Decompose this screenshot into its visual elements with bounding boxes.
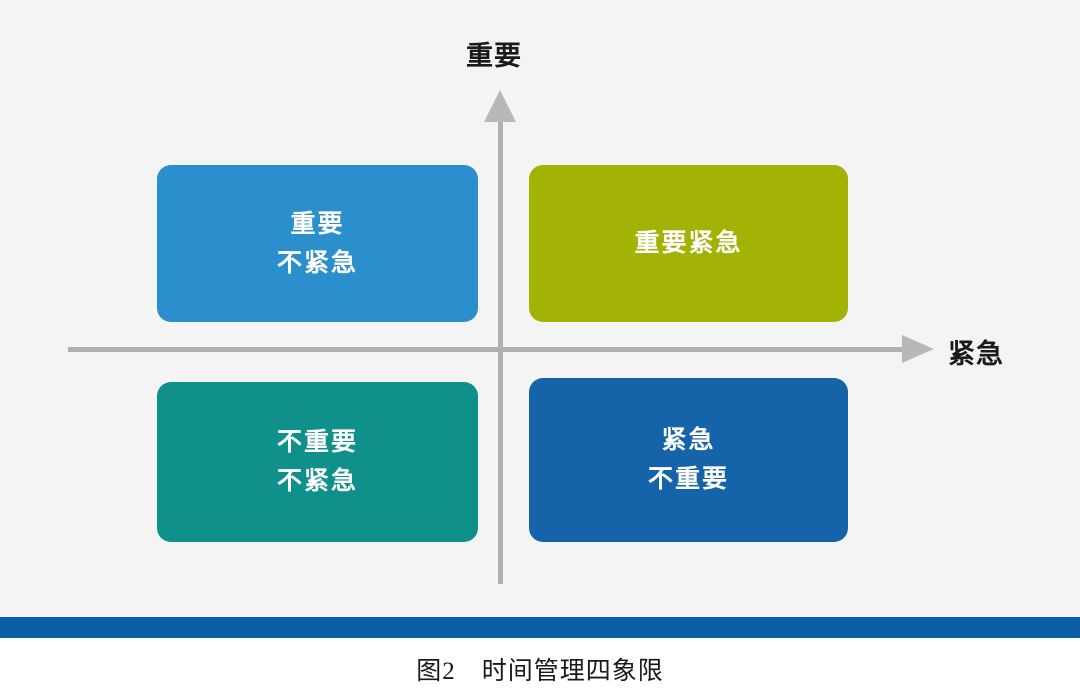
- quadrant-important-urgent[interactable]: 重要紧急: [529, 165, 857, 322]
- accent-rule-bar: [0, 617, 1080, 638]
- quadrant-label-line: 不重要: [647, 465, 729, 493]
- quadrant-label-line: 重要: [290, 209, 345, 238]
- quadrant-label-line: 不重要: [276, 428, 358, 457]
- horizontal-axis-label: 紧急: [948, 339, 1004, 369]
- quadrant-label-line: 重要紧急: [634, 229, 743, 258]
- quadrant-important-not-urgent[interactable]: 重要 不紧急: [157, 165, 487, 322]
- quadrant-label-line: 紧急: [661, 426, 716, 455]
- caption-area: 图2 时间管理四象限: [0, 638, 1080, 699]
- diagram-canvas: 重要 紧急 重要 不紧急 重要紧急 不重要 不紧急 紧急 不重要: [68, 41, 1004, 584]
- horizontal-axis-line: [68, 347, 908, 352]
- quadrant-label-line: 不紧急: [276, 467, 358, 495]
- arrow-up-icon: [484, 90, 516, 122]
- arrow-right-icon: [902, 335, 934, 363]
- quadrant-not-important-not-urgent[interactable]: 不重要 不紧急: [157, 382, 487, 542]
- vertical-axis-line: [498, 118, 503, 584]
- quadrant-urgent-not-important[interactable]: 紧急 不重要: [529, 378, 857, 542]
- figure-caption: 图2 时间管理四象限: [416, 657, 664, 685]
- vertical-axis-label: 重要: [466, 41, 522, 71]
- quadrant-label-line: 不紧急: [276, 248, 358, 277]
